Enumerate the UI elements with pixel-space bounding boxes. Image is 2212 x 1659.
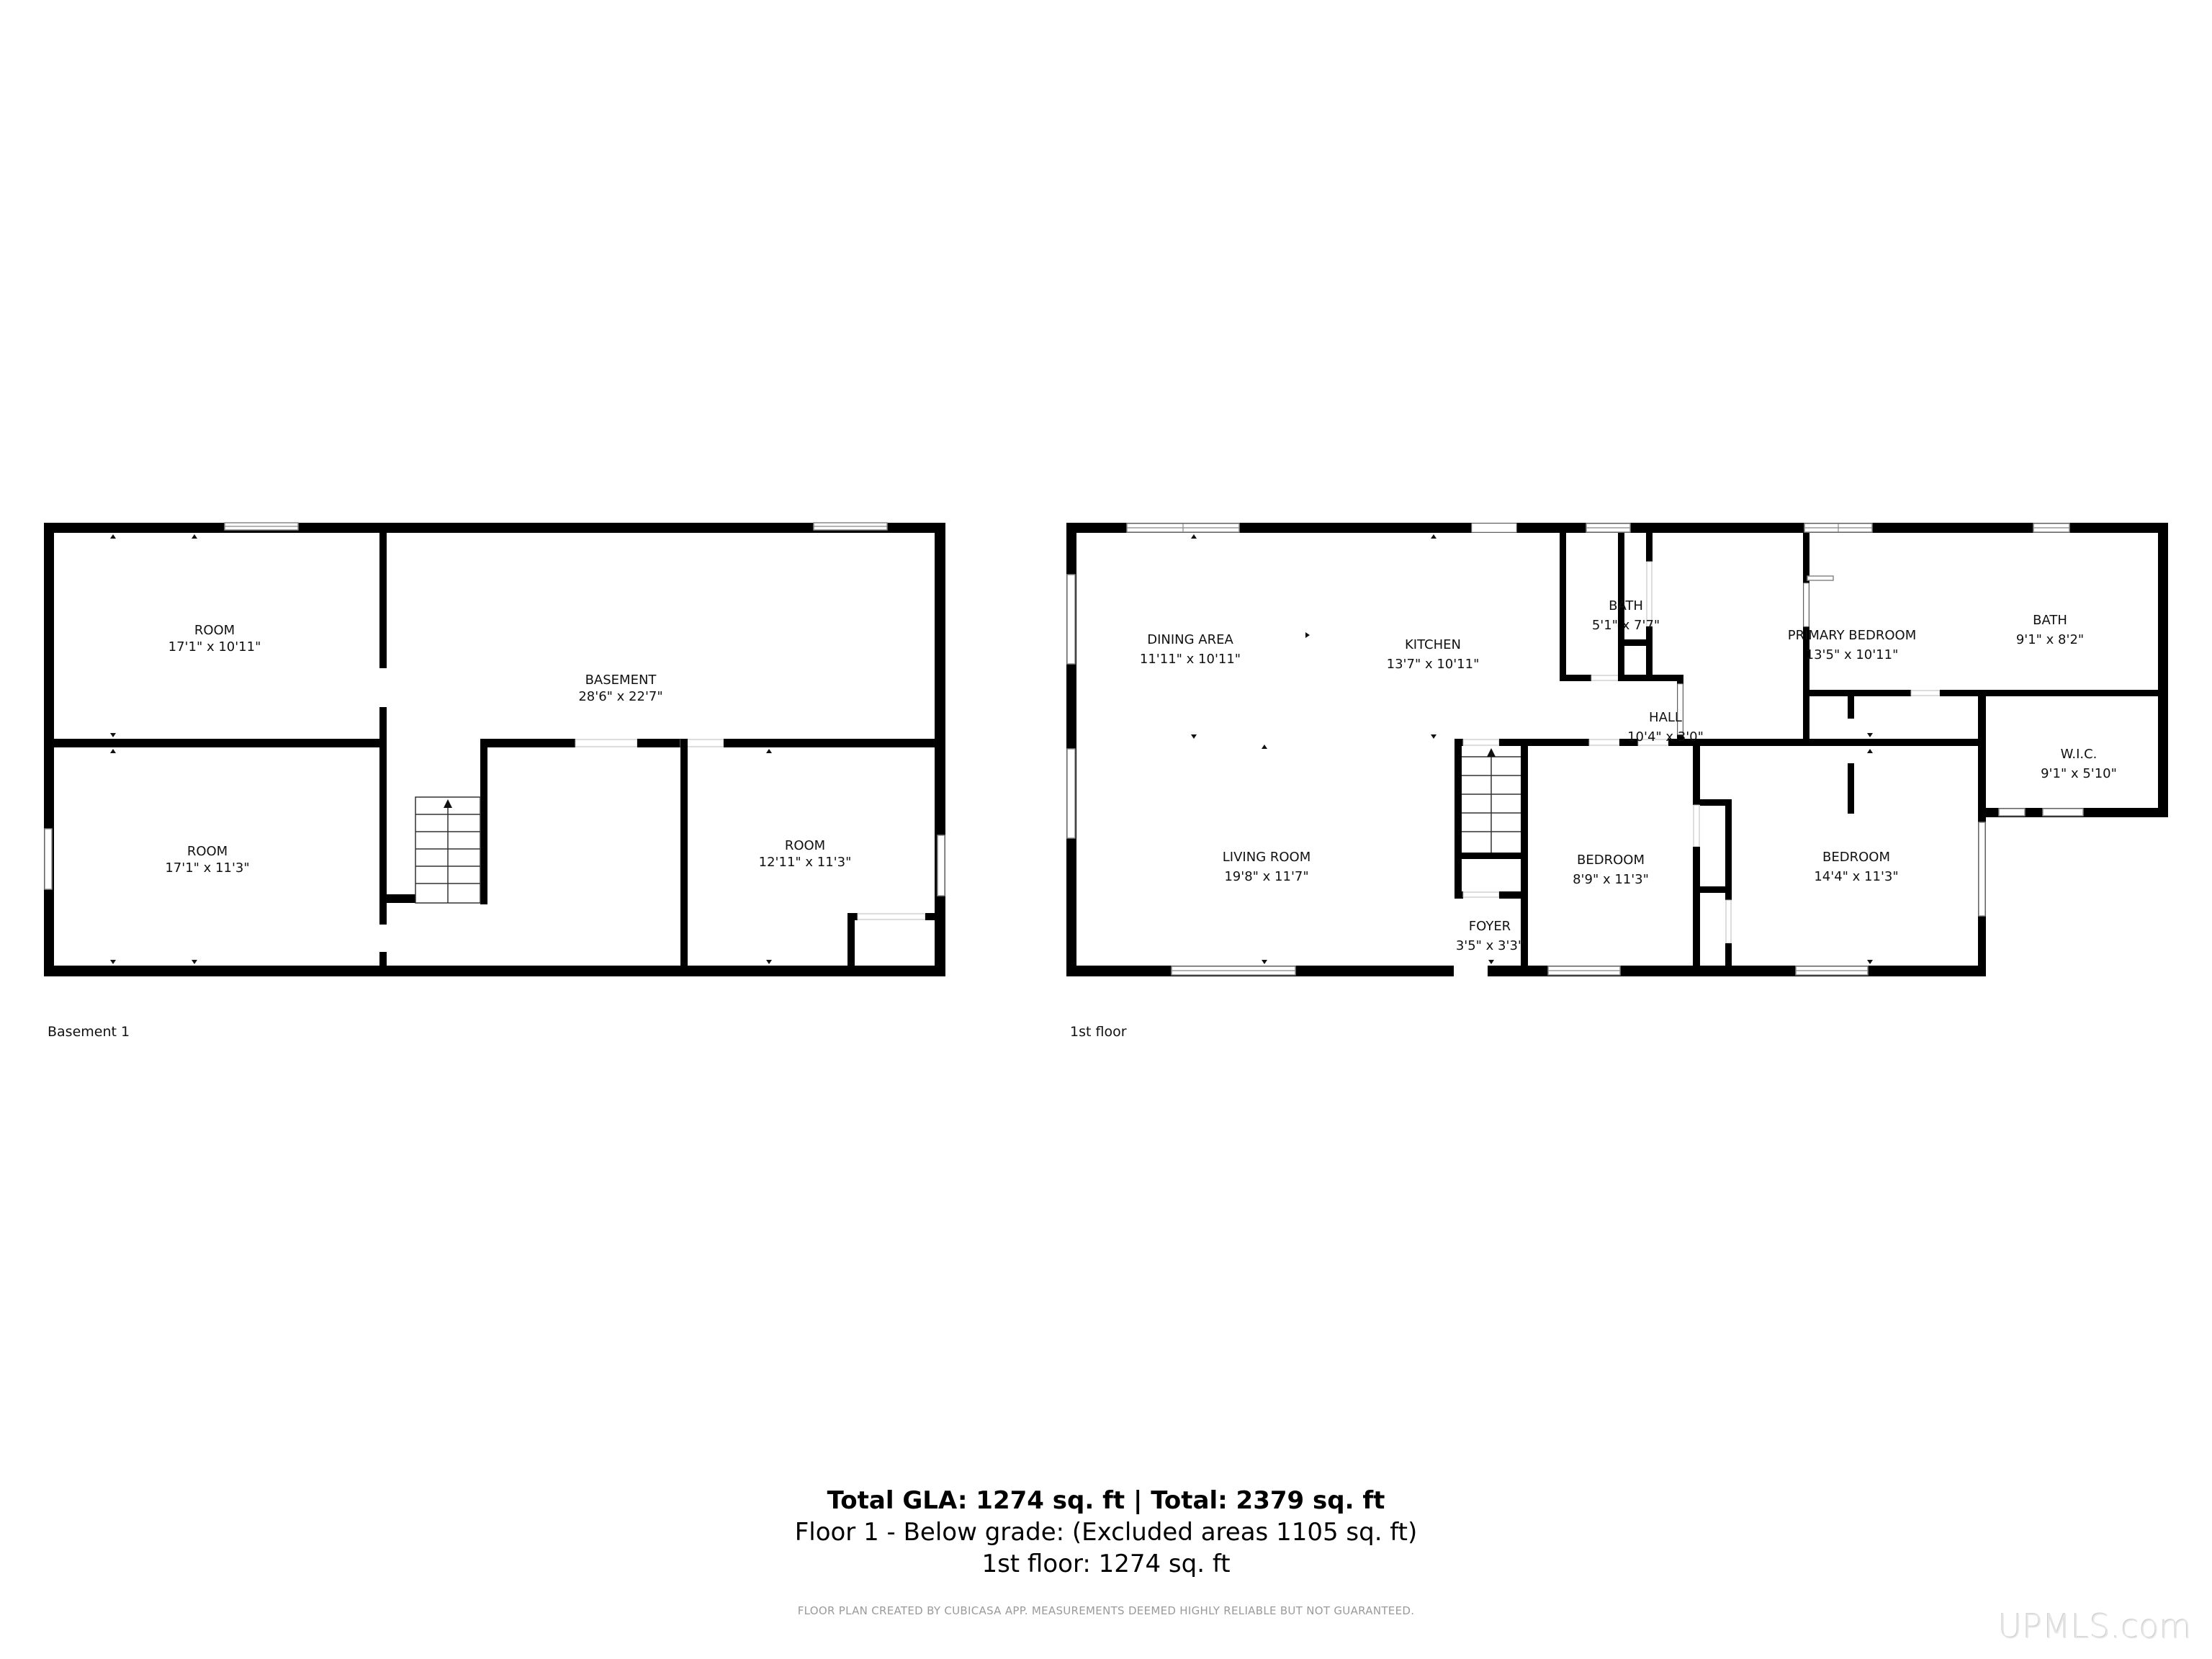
bedroom-2-name: BEDROOM: [1822, 850, 1890, 865]
first-floor-stairs: [1462, 748, 1521, 853]
primary-bedroom-name: PRIMARY BEDROOM: [1788, 628, 1917, 643]
bath-2-dims: 9'1" x 8'2": [2016, 632, 2084, 647]
bath-1-name: BATH: [1609, 598, 1643, 613]
first-floor-area-line: 1st floor: 1274 sq. ft: [981, 1550, 1231, 1578]
kitchen-dims: 13'7" x 10'11": [1387, 657, 1480, 672]
basement-room-2-name: ROOM: [187, 844, 228, 859]
basement-room-3-dims: 12'11" x 11'3": [759, 855, 852, 870]
basement-main-dims: 28'6" x 22'7": [578, 689, 662, 704]
bath-1-dims: 5'1" x 7'7": [1592, 618, 1660, 633]
first-floor-plan: [1066, 523, 2168, 976]
basement-room-1-name: ROOM: [194, 623, 235, 638]
living-room-name: LIVING ROOM: [1223, 850, 1310, 865]
dining-area-name: DINING AREA: [1147, 632, 1233, 647]
disclaimer-text: FLOOR PLAN CREATED BY CUBICASA APP. MEAS…: [797, 1604, 1415, 1617]
basement-floor-label: Basement 1: [48, 1024, 130, 1040]
bedroom-2-dims: 14'4" x 11'3": [1814, 869, 1898, 884]
area-summary: Total GLA: 1274 sq. ft | Total: 2379 sq.…: [0, 1485, 2212, 1580]
basement-room-2-dims: 17'1" x 11'3": [165, 860, 249, 876]
hall-name: HALL: [1649, 710, 1682, 725]
basement-main-name: BASEMENT: [585, 673, 657, 688]
basement-room-3-name: ROOM: [785, 838, 825, 853]
bath-2-name: BATH: [2033, 613, 2067, 628]
wic-name: W.I.C.: [2061, 747, 2098, 762]
living-room-dims: 19'8" x 11'7": [1224, 869, 1308, 884]
hall-dims: 10'4" x 3'0": [1627, 729, 1704, 745]
basement-plan: [44, 522, 945, 976]
bedroom-1-name: BEDROOM: [1577, 853, 1645, 868]
wic-dims: 9'1" x 5'10": [2041, 766, 2117, 781]
basement-stairs: [415, 796, 481, 904]
first-floor-label: 1st floor: [1070, 1024, 1127, 1040]
dining-area-dims: 11'11" x 10'11": [1140, 652, 1241, 667]
below-grade-line: Floor 1 - Below grade: (Excluded areas 1…: [794, 1518, 1418, 1547]
bedroom-1-dims: 8'9" x 11'3": [1573, 872, 1649, 887]
foyer-name: FOYER: [1469, 919, 1511, 934]
total-area-line: Total GLA: 1274 sq. ft | Total: 2379 sq.…: [827, 1486, 1385, 1515]
watermark-logo: UPMLS.com: [1998, 1607, 2192, 1646]
foyer-dims: 3'5" x 3'3": [1456, 938, 1524, 953]
basement-room-1-dims: 17'1" x 10'11": [168, 639, 261, 655]
primary-bedroom-dims: 13'5" x 10'11": [1806, 647, 1899, 662]
kitchen-name: KITCHEN: [1405, 637, 1461, 652]
